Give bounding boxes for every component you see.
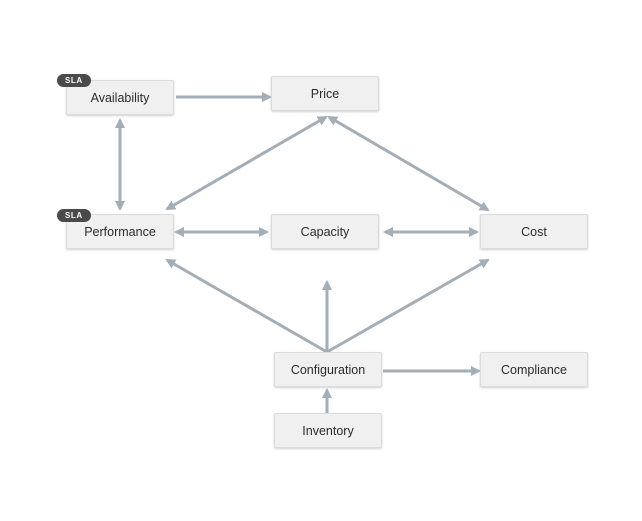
sla-badge-performance: SLA [57, 209, 91, 222]
configuration-node[interactable]: Configuration [274, 352, 382, 387]
performance-node[interactable]: Performance [66, 214, 174, 249]
edge-configuration-cost [326, 258, 490, 354]
capacity-node[interactable]: Capacity [271, 214, 379, 249]
edge-price-cost [327, 115, 490, 212]
price-node[interactable]: Price [271, 76, 379, 111]
cost-node[interactable]: Cost [480, 214, 588, 249]
edge-performance-price [165, 115, 328, 211]
compliance-node[interactable]: Compliance [480, 352, 588, 387]
inventory-node[interactable]: Inventory [274, 413, 382, 448]
sla-badge-availability: SLA [57, 74, 91, 87]
edge-configuration-performance [165, 258, 328, 354]
